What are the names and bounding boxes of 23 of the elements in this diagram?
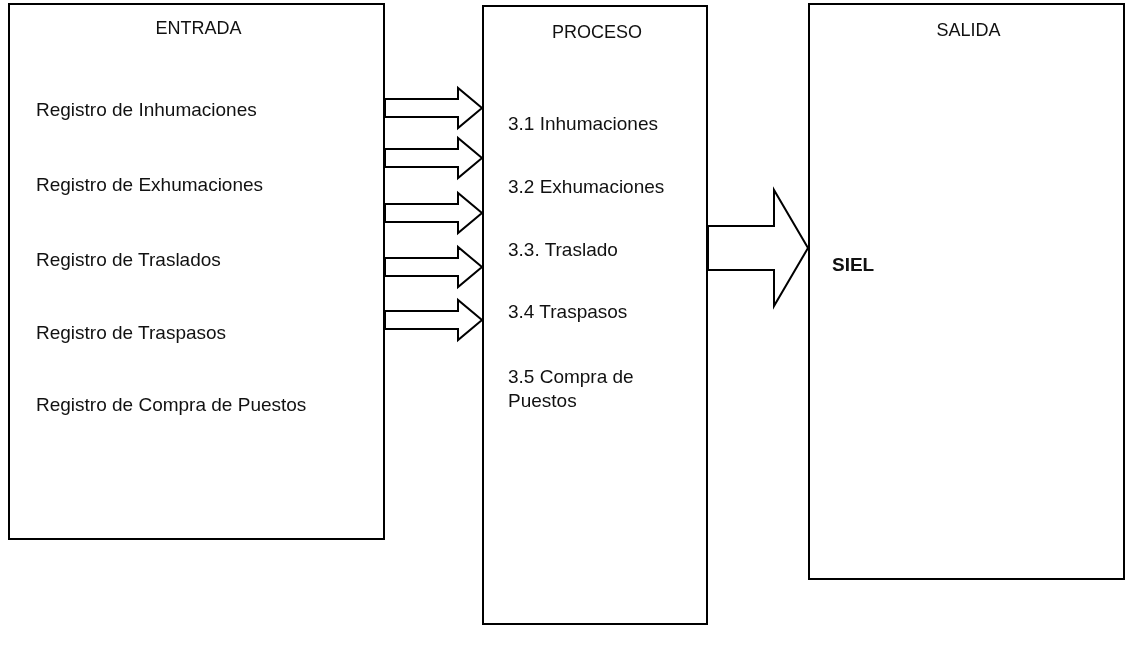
column-heading: SALIDA (935, 19, 1002, 42)
process-box (8, 3, 385, 540)
block-arrow (384, 135, 484, 181)
block-arrow (384, 190, 484, 236)
list-item: 3.3. Traslado (508, 238, 619, 262)
block-arrow (384, 85, 484, 131)
list-item: Registro de Compra de Puestos (36, 393, 308, 417)
process-box (482, 5, 708, 625)
list-item: 3.1 Inhumaciones (508, 112, 659, 136)
list-item: 3.2 Exhumaciones (508, 175, 666, 199)
output-label: SIEL (832, 253, 876, 277)
block-arrow (707, 186, 810, 310)
list-item: Registro de Traslados (36, 248, 222, 272)
list-item: Registro de Traspasos (36, 321, 228, 345)
process-box (808, 3, 1125, 580)
list-item: 3.5 Compra de Puestos (508, 365, 635, 413)
column-heading: ENTRADA (154, 17, 243, 40)
list-item: Registro de Exhumaciones (36, 173, 265, 197)
list-item: 3.4 Traspasos (508, 300, 629, 324)
block-arrow (384, 297, 484, 343)
block-arrow (384, 244, 484, 290)
column-heading: PROCESO (551, 21, 643, 44)
list-item: Registro de Inhumaciones (36, 98, 258, 122)
